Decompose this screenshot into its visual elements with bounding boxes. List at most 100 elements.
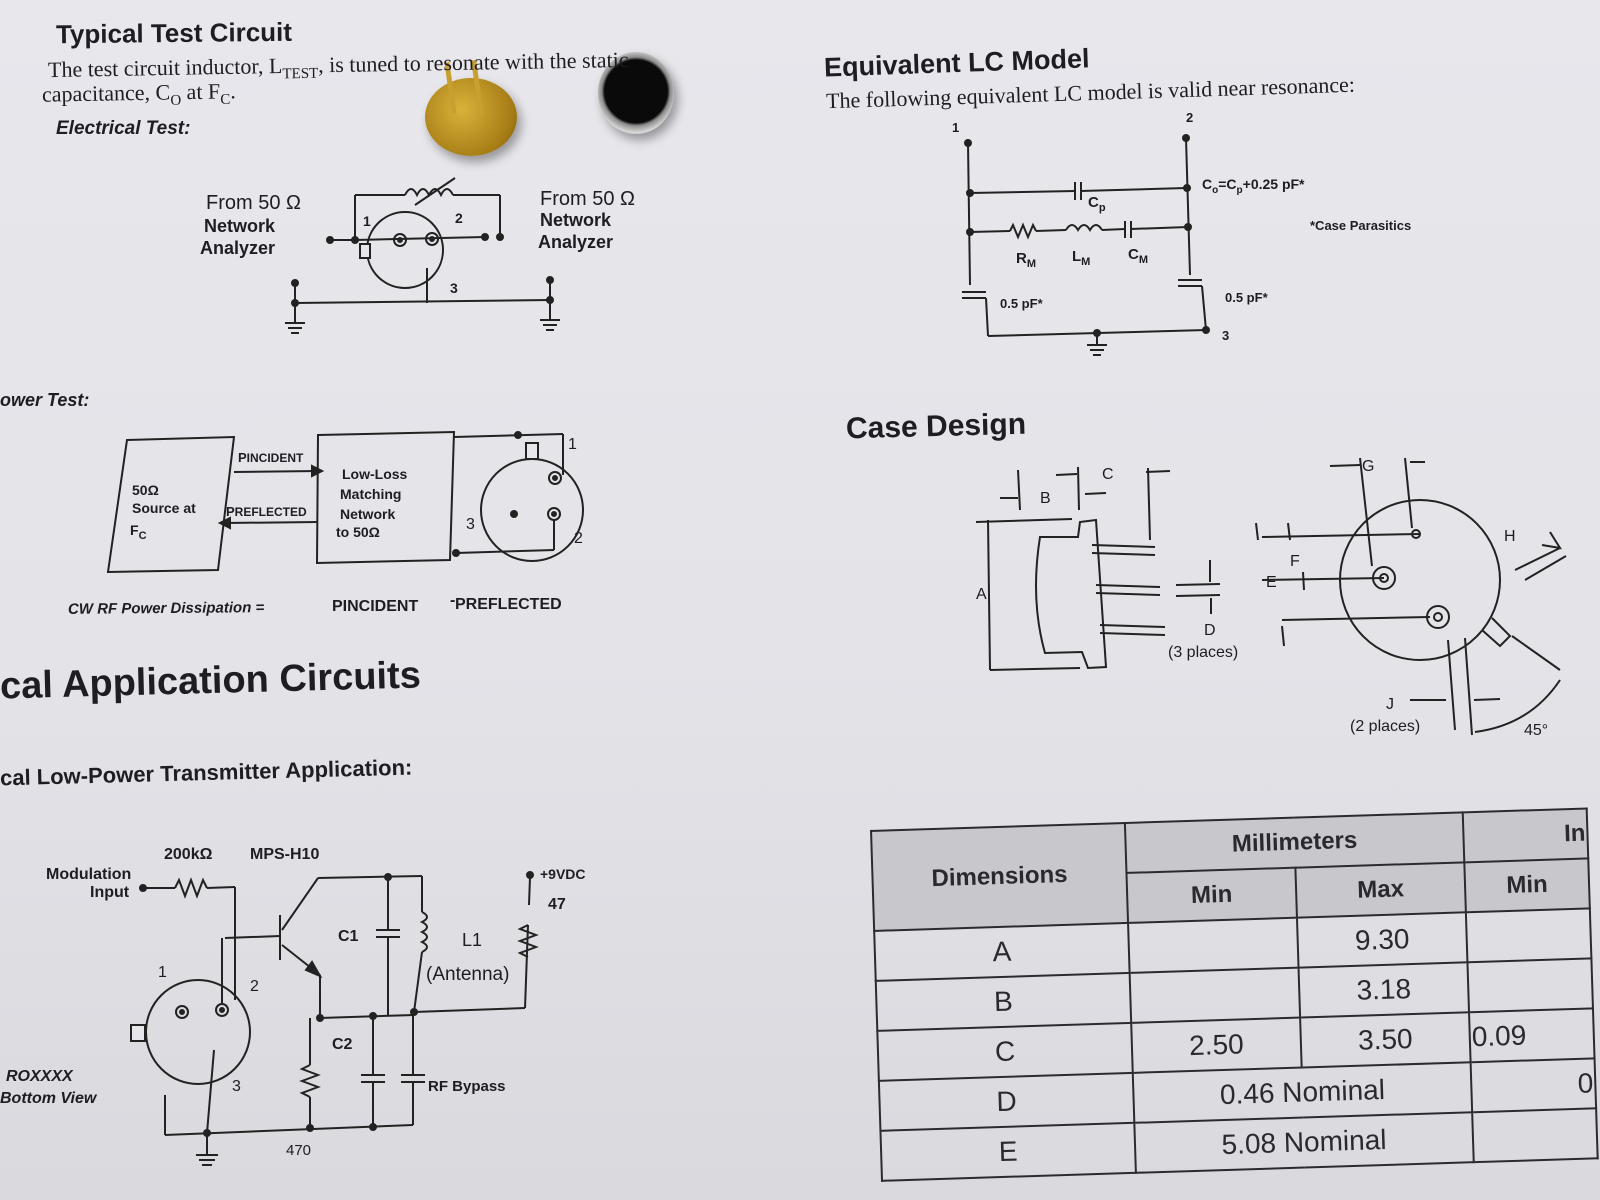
cm-label: CM [1128,246,1149,266]
case-side-view [975,466,1221,671]
inch-cell [1472,1108,1598,1163]
case-bottom-view [1255,457,1567,736]
dim-j-places: (2 places) [1350,718,1421,735]
l1-label: L1 [462,930,483,950]
right-network-label: Network [540,210,612,230]
right-from-label: From 50 Ω [540,188,635,210]
p-reflected-label: PREFLECTED [226,504,307,519]
inch-cell [1467,958,1593,1013]
case-parasitics-note: *Case Parasitics [1310,218,1412,233]
lc-model-schematic [962,134,1210,356]
rf-bypass-label: RF Bypass [428,1078,506,1095]
matching-line4: to 50Ω [336,524,380,540]
co-equation-label: Co=Cp+0.25 pF* [1202,176,1305,196]
dim-h-label: H [1504,528,1516,545]
input-label: Input [90,884,130,901]
min-cell [1128,917,1299,973]
dim-d-label: D [1204,622,1216,639]
lc-node-3: 3 [1222,328,1230,343]
source-line1: 50Ω [132,482,159,498]
dimensions-table: Dimensions Millimeters In Min Max Min A … [870,807,1599,1181]
electrical-test-schematic [285,177,560,334]
dim-j-label: J [1386,696,1394,713]
part-number-label: ROXXXX [6,1068,73,1085]
matching-line2: Matching [340,486,402,502]
min-cell [1129,967,1301,1023]
matching-line1: Low-Loss [342,466,408,482]
lc-node-1: 1 [952,120,960,135]
angle-label: 45° [1524,722,1549,739]
case-design-title: Case Design [845,407,1027,446]
p-incident-label: PINCIDENT [238,450,304,465]
max-cell: 3.18 [1298,962,1470,1018]
test-circuit-title: Typical Test Circuit [55,16,293,50]
dim-f-label: F [1290,553,1300,570]
c1-label: C1 [338,928,359,945]
gold-resonator-component [425,78,517,156]
rm-label: RM [1016,250,1037,270]
dim-cell: E [880,1122,1136,1181]
source-line2: Source at [132,500,196,516]
inches-header: In [1462,808,1589,863]
max-cell: 3.50 [1300,1012,1471,1068]
mm-min-header: Min [1126,867,1297,923]
power-test-label: ower Test: [0,390,90,410]
cw-power-label: CW RF Power Dissipation = [67,599,265,618]
pin-1-label: 1 [363,213,371,229]
dim-b-label: B [1040,490,1051,507]
r47-label: 47 [548,896,566,913]
transmitter-schematic [130,871,539,1166]
dim-a-label: A [976,586,987,603]
matching-line3: Network [340,506,396,522]
lm-label: LM [1072,248,1091,268]
inch-cell: 0 [1470,1058,1597,1113]
right-analyzer-label: Analyzer [538,232,614,252]
r1-label: 200kΩ [164,846,213,863]
dim-g-label: G [1362,458,1375,475]
cp-label: Cp [1088,194,1106,214]
pin-3-label: 3 [450,280,458,296]
mm-max-header: Max [1295,862,1466,918]
dim-cell: B [875,972,1132,1031]
transistor-label: MPS-H10 [250,846,320,863]
cw-p-incident: PINCIDENT [332,598,419,615]
dim-d-places: (3 places) [1168,644,1239,661]
app-pin-2: 2 [250,978,259,995]
cw-minus: - [450,592,456,609]
power-test-schematic [106,430,584,574]
antenna-label: (Antenna) [426,964,510,985]
power-pin-1: 1 [568,436,577,453]
max-cell: 9.30 [1296,912,1468,968]
power-pin-3: 3 [466,516,475,533]
app-pin-3: 3 [232,1078,241,1095]
app-pin-1: 1 [158,964,167,981]
r470-label: 470 [286,1142,312,1159]
modulation-label: Modulation [46,866,132,883]
power-pin-2: 2 [574,530,583,547]
in-min-header: Min [1464,858,1590,913]
dimensions-header: Dimensions [871,822,1129,931]
dim-cell: A [874,922,1130,981]
right-cap-label: 0.5 pF* [1225,290,1268,305]
dim-c-label: C [1102,466,1114,483]
pin-2-label: 2 [455,210,463,226]
lc-node-2: 2 [1186,110,1194,125]
dim-e-label: E [1266,574,1277,591]
metal-resonator-component [598,52,674,134]
c2-label: C2 [332,1036,353,1053]
dim-cell: C [877,1022,1133,1081]
inch-cell [1465,908,1592,963]
source-line3: FC [130,522,147,542]
electrical-test-label: Electrical Test: [56,118,191,139]
inch-cell: 0.09 [1469,1008,1595,1063]
left-from-label: From 50 Ω [206,192,301,214]
left-network-label: Network [204,216,276,236]
nominal-cell: 5.08 Nominal [1134,1112,1474,1173]
min-cell: 2.50 [1131,1017,1302,1073]
cw-p-reflected: PREFLECTED [455,596,562,613]
dim-cell: D [878,1072,1135,1131]
bottom-view-label: Bottom View [0,1090,97,1107]
vcc-label: +9VDC [540,866,586,882]
